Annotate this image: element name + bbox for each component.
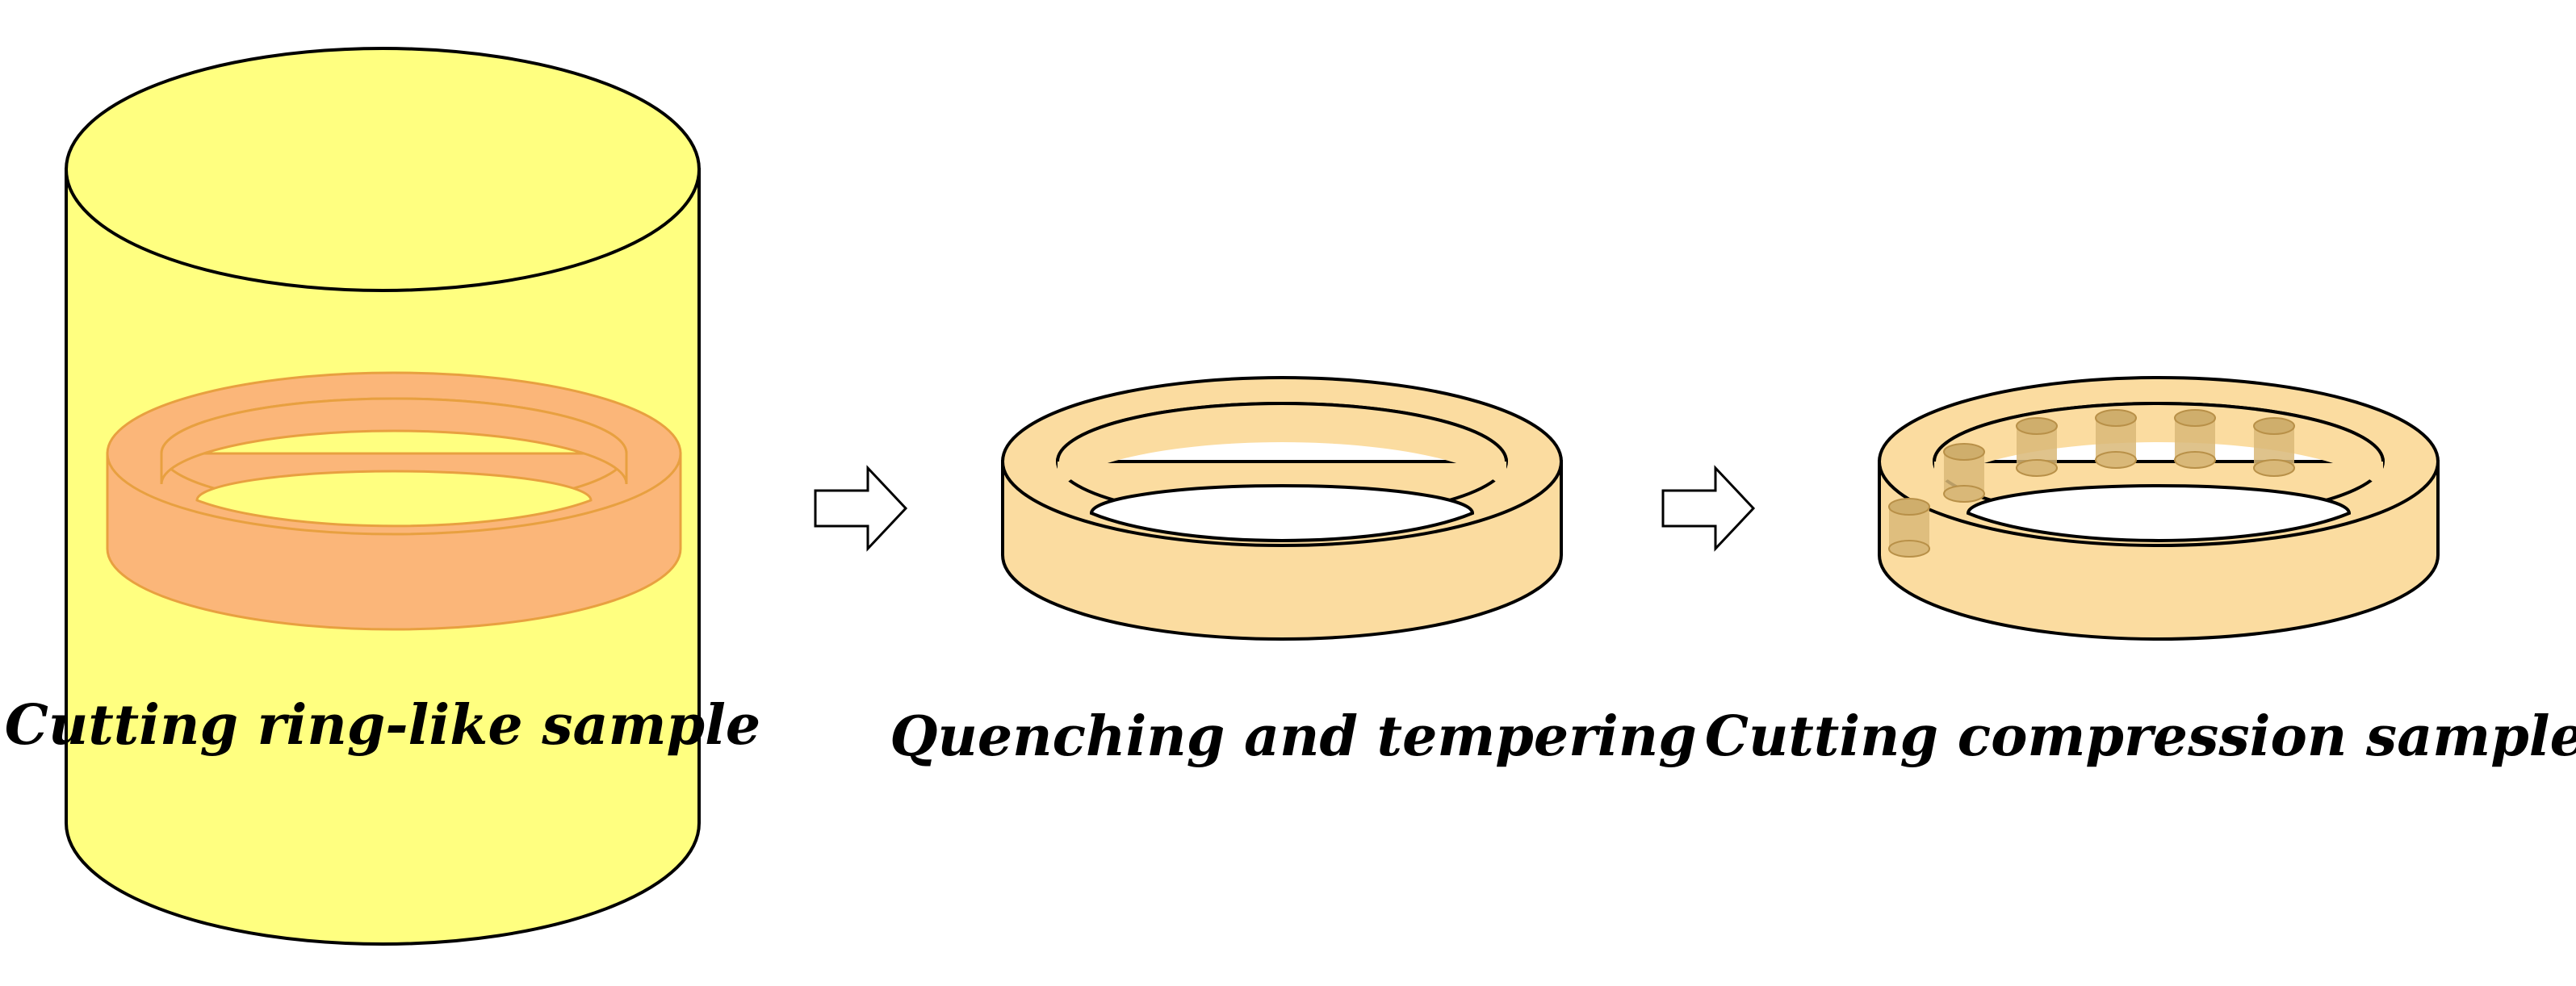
sampled-ring (1877, 376, 2440, 641)
arrow-right-icon (1661, 465, 1756, 552)
compression-sample-cylinder (1943, 443, 1985, 503)
compression-sample-cylinder (1888, 498, 1930, 558)
compression-sample-cylinder (2016, 417, 2058, 477)
caption-cutting-ring: Cutting ring-like sample (5, 693, 760, 758)
compression-sample-cylinder (2095, 409, 2137, 469)
quenched-ring (1000, 376, 1564, 641)
compression-sample-cylinder (2174, 409, 2216, 469)
compression-samples (1888, 409, 2295, 558)
billet-top (65, 47, 701, 292)
arrow-right-icon (814, 465, 908, 552)
compression-sample-cylinder (2253, 417, 2295, 477)
caption-quenching: Quenching and tempering (890, 704, 1697, 769)
ring-in-billet (106, 371, 682, 631)
caption-cutting-compression: Cutting compression samples (1705, 704, 2576, 769)
